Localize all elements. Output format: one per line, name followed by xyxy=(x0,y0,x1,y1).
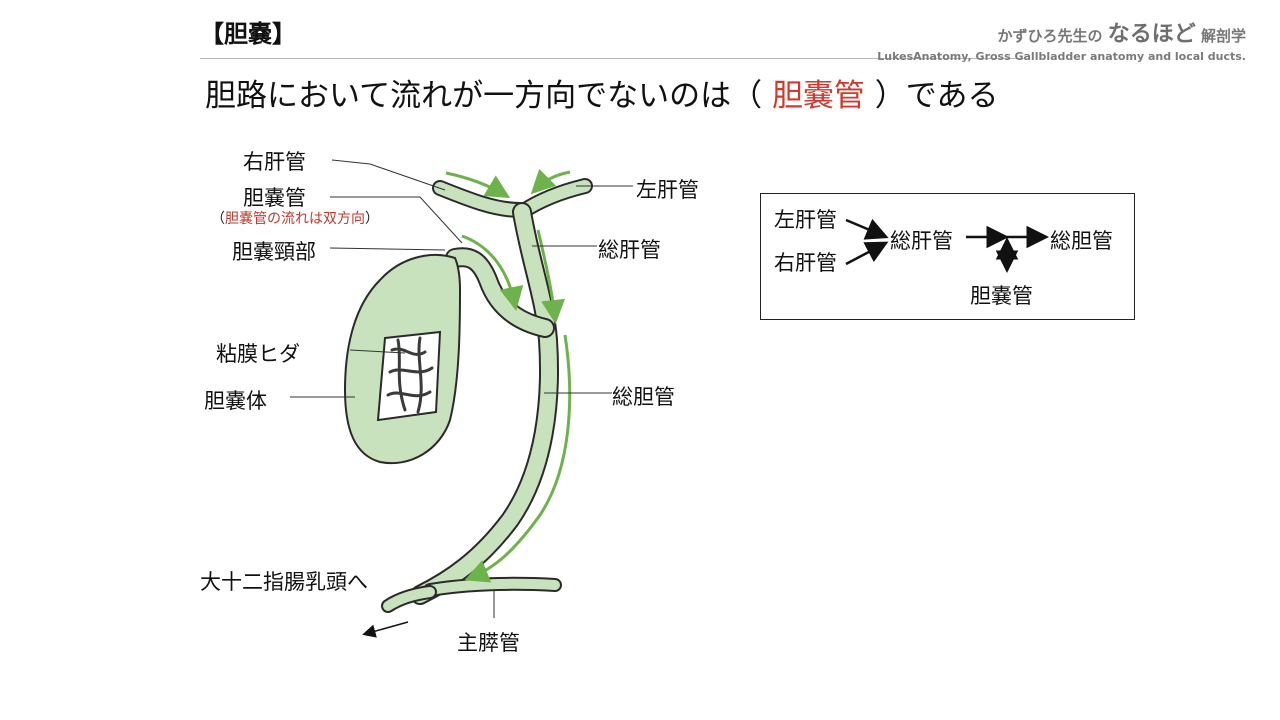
brand-suffix: 解剖学 xyxy=(1200,27,1246,45)
label-gallbladder-body: 胆嚢体 xyxy=(204,389,267,413)
cystic-note-open: （ xyxy=(211,211,225,227)
label-to-duodenal-papilla: 大十二指腸乳頭へ xyxy=(200,570,368,594)
label-gallbladder-neck: 胆嚢頸部 xyxy=(232,240,316,264)
cystic-note-close: ） xyxy=(365,211,379,227)
question-sentence: 胆路において流れが一方向でないのは（ 胆嚢管 ）である xyxy=(205,70,999,115)
flow-right-hepatic: 右肝管 xyxy=(774,251,837,275)
flow-cystic: 胆嚢管 xyxy=(970,284,1033,308)
brand-subtitle: LukesAnatomy, Gross Gallbladder anatomy … xyxy=(877,50,1246,63)
cystic-note-text: 胆嚢管の流れは双方向 xyxy=(225,211,365,227)
header-divider xyxy=(200,58,1025,59)
flow-common-bile: 総胆管 xyxy=(1050,229,1113,253)
mucosal-fold-window xyxy=(376,330,442,422)
outflow-arrow xyxy=(362,621,409,638)
flow-arrows xyxy=(445,168,572,583)
label-right-hepatic-duct: 右肝管 xyxy=(243,150,306,174)
label-common-bile-duct: 総胆管 xyxy=(612,385,675,409)
flow-left-hepatic: 左肝管 xyxy=(774,208,837,232)
label-pancreatic-duct: 主膵管 xyxy=(457,631,520,655)
question-before: 胆路において流れが一方向でないのは（ xyxy=(205,78,763,114)
question-answer: 胆嚢管 xyxy=(771,78,865,114)
label-left-hepatic-duct: 左肝管 xyxy=(636,178,699,202)
flow-summary-box xyxy=(760,193,1135,320)
label-cystic-duct: 胆嚢管 xyxy=(243,186,306,210)
label-common-hepatic-duct: 総肝管 xyxy=(598,238,661,262)
brand-emphasis: なるほど xyxy=(1107,22,1196,47)
flow-common-hepatic: 総肝管 xyxy=(890,229,953,253)
section-title: 【胆嚢】 xyxy=(200,20,296,48)
question-after: ）である xyxy=(874,78,999,114)
label-mucosal-folds: 粘膜ヒダ xyxy=(216,342,300,366)
brand-logo: かずひろ先生の なるほど 解剖学 LukesAnatomy, Gross Gal… xyxy=(877,16,1246,63)
brand-prefix: かずひろ先生の xyxy=(997,27,1103,45)
label-cystic-note: （胆嚢管の流れは双方向） xyxy=(211,208,379,228)
leader-lines xyxy=(290,159,633,618)
